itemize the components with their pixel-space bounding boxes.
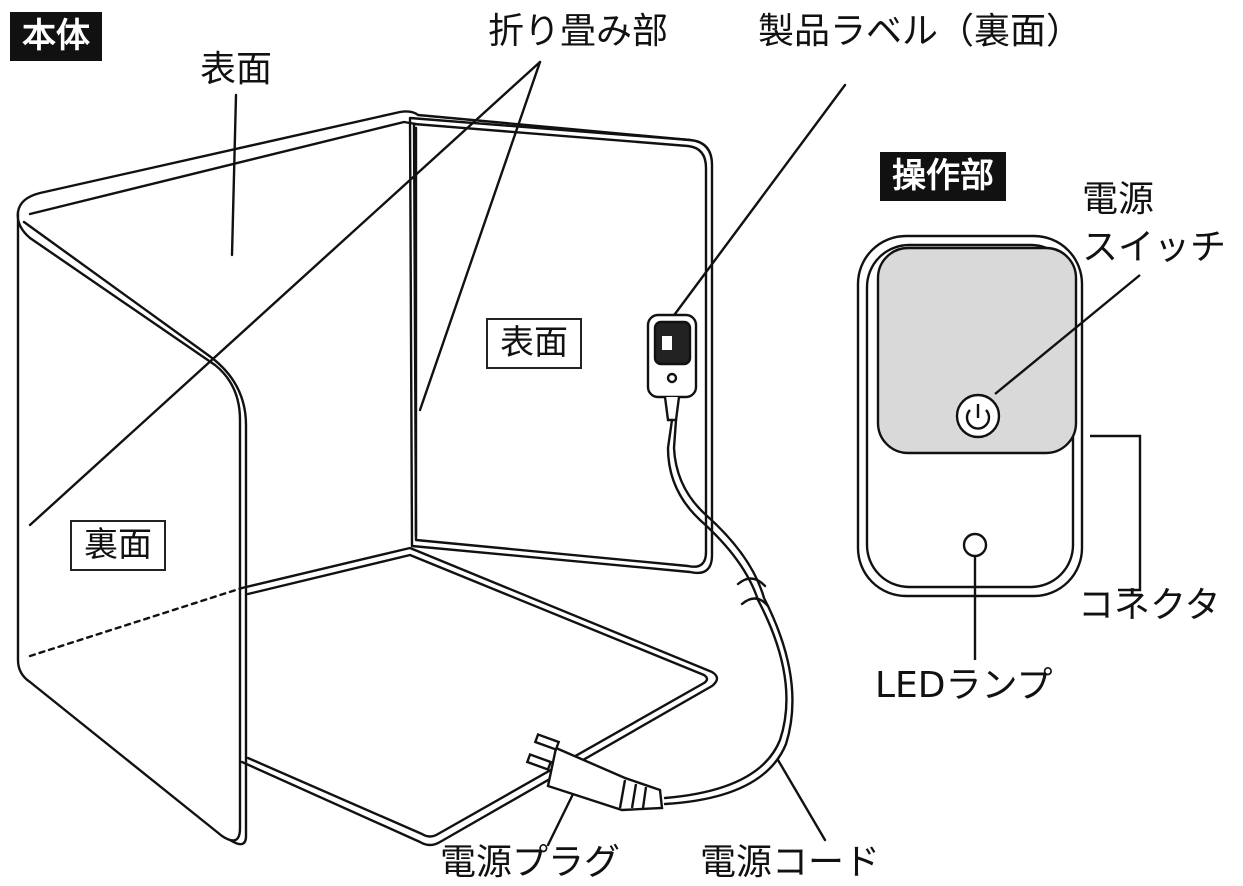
front-surface-box-label: 表面 — [486, 318, 582, 369]
front-surface-top-label: 表面 — [200, 49, 273, 90]
controller-on-body — [646, 313, 698, 422]
led-indicator-icon — [962, 532, 988, 558]
power-cord-label: 電源コード — [700, 842, 881, 883]
controls-tag: 操作部 — [880, 152, 1006, 201]
main-body-tag: 本体 — [10, 12, 102, 61]
control-panel-face — [876, 246, 1078, 455]
product-label-label: 製品ラベル（裏面） — [758, 11, 1083, 52]
led-lamp-label: LEDランプ — [875, 665, 1053, 706]
back-surface-box-label: 裏面 — [70, 520, 166, 571]
power-switch-label-line1: 電源 — [1082, 179, 1155, 220]
top-panel — [16, 110, 692, 214]
floor-panel — [240, 546, 719, 847]
left-panel — [16, 210, 242, 842]
power-plug — [525, 732, 664, 812]
power-plug-label: 電源プラグ — [440, 842, 621, 883]
fold-part-label: 折り畳み部 — [488, 11, 669, 52]
connector-label: コネクタ — [1078, 585, 1221, 626]
control-unit — [856, 234, 1142, 660]
power-cord — [663, 418, 788, 800]
power-switch-label-line2: スイッチ — [1082, 227, 1227, 268]
back-panel — [408, 116, 714, 575]
